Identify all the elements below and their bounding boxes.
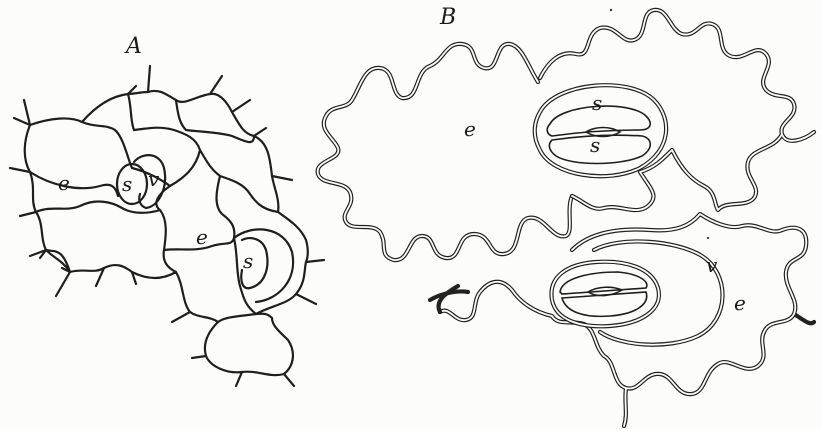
label-a-v: v <box>148 167 160 191</box>
speck <box>610 9 612 11</box>
panel-b: B <box>318 5 814 426</box>
cell-wall-network-a <box>25 91 308 375</box>
label-b-s1a: s <box>592 91 602 115</box>
epidermal-cell-b-3 <box>440 214 814 426</box>
label-a-s2: s <box>243 249 253 273</box>
epidermal-cell-b-2 <box>430 10 814 300</box>
label-b-e2: e <box>734 291 746 315</box>
cell-wall-tail-b <box>439 286 458 312</box>
epidermal-cell-b-1 <box>318 44 572 260</box>
panel-b-title: B <box>439 5 456 30</box>
label-a-e1: e <box>58 171 70 195</box>
stoma-b-2 <box>551 262 658 327</box>
label-a-s1: s <box>122 172 132 196</box>
label-b-e1: e <box>464 117 476 141</box>
cell-wall-stubs-a <box>10 66 324 386</box>
label-a-e2: e <box>196 225 208 249</box>
speck <box>707 237 709 239</box>
panel-a: A e s v e s <box>10 34 324 386</box>
panel-a-title: A <box>124 34 142 59</box>
label-b-v: v <box>706 253 718 277</box>
label-b-s1b: s <box>590 133 600 157</box>
